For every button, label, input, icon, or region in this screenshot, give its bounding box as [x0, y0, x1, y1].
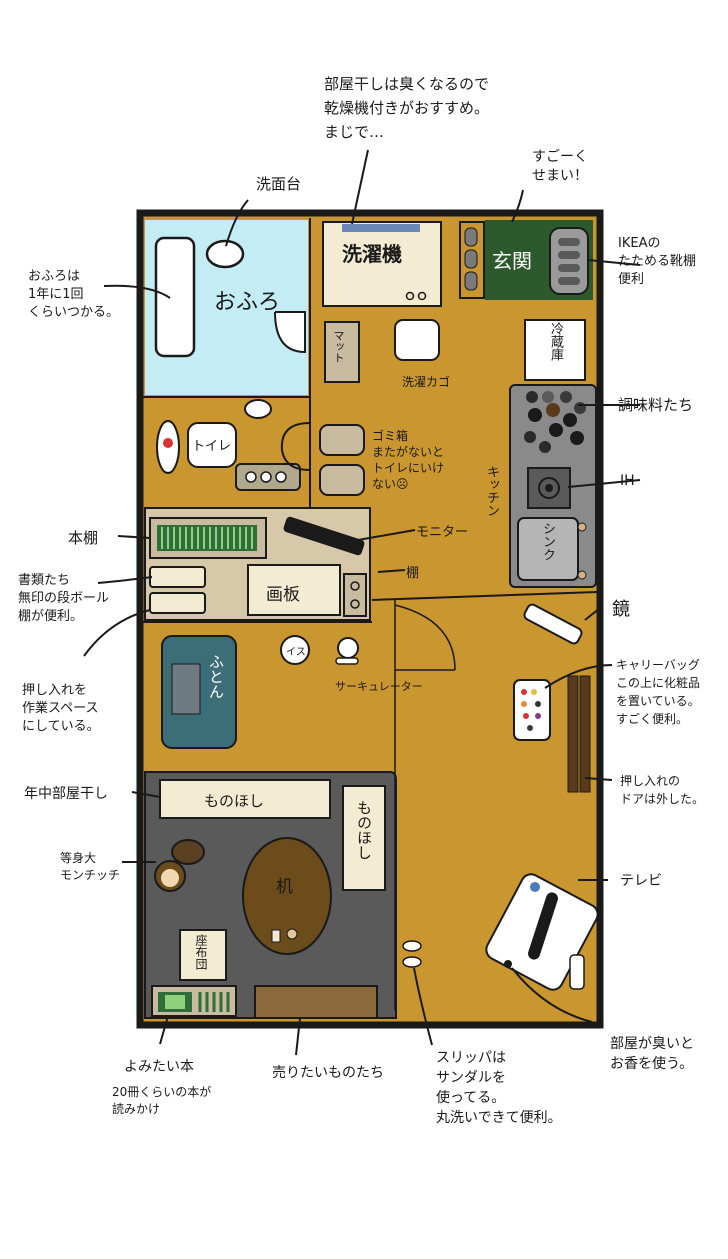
toilet-shelf-roll3: [275, 471, 287, 483]
cushion-label: 座布団: [194, 934, 208, 970]
toilet-shelf-roll1: [245, 471, 257, 483]
note-closet-door: 押し入れの ドアは外した。: [620, 774, 705, 806]
note-dryer: 部屋干しは臭くなるので 乾燥機付きがおすすめ。 まじで…: [324, 75, 490, 141]
basket-label: 洗濯カゴ: [402, 375, 451, 389]
pegboard-label: 画板: [266, 585, 300, 605]
note-carrybag: キャリーバッグ この上に化粧品 を置いている。 すごく便利。: [616, 658, 701, 726]
slipper-2: [402, 956, 422, 968]
fridge-label: 冷蔵庫: [548, 322, 563, 361]
toilet-shelf-roll2: [260, 471, 272, 483]
pegboard: [247, 564, 341, 616]
toilet-label: トイレ: [192, 439, 232, 454]
leader-lines: [83, 189, 641, 1056]
note-slippers: スリッパは サンダルを 使ってる。 丸洗いできて便利。: [436, 1050, 562, 1126]
bathtub: [154, 236, 196, 358]
note-sink: 洗面台: [256, 175, 302, 193]
note-closet-work: 押し入れを 作業スペース にしている。: [22, 683, 100, 734]
cushion: [179, 929, 227, 981]
closet-door-1: [567, 675, 579, 793]
note-smell: 部屋が臭いと お香を使う。: [610, 1036, 694, 1072]
shoe1: [464, 227, 478, 247]
tv-screen: [528, 892, 558, 960]
closet-door-2: [579, 675, 591, 793]
note-papers: 書類たち 無印の段ボール 棚が便利。: [18, 573, 110, 624]
dryer-pointer: [351, 149, 369, 225]
toilet-tank: [187, 422, 237, 468]
note-ih: IH: [620, 473, 635, 489]
monitor: [283, 516, 365, 556]
hanger-vertical-label: ものほし: [355, 800, 373, 860]
circulator: [337, 637, 359, 659]
laundry-basket: [394, 319, 440, 361]
fridge: [524, 319, 586, 381]
chair-label: イス: [286, 647, 306, 658]
trash-note: ゴミ箱 またがないと トイレにいけ ない☹: [372, 429, 445, 491]
note-tosell: 売りたいものたち: [272, 1065, 384, 1081]
entrance-label: 玄関: [492, 249, 532, 273]
washer-knob1: [405, 291, 415, 301]
note-spices: 調味料たち: [618, 396, 694, 414]
wall-room-top-right: [371, 591, 598, 601]
hanger-horizontal-label: ものほし: [204, 792, 265, 810]
outer-wall: [136, 209, 604, 1029]
monchhichi-body: [171, 839, 205, 865]
items-to-sell: [254, 985, 378, 1019]
note-ikea: IKEAの たためる靴棚 便利: [618, 236, 697, 287]
toilet-paper: [244, 399, 272, 419]
trash-bin-1: [319, 424, 365, 456]
file-box-1: [149, 566, 206, 588]
chair: [280, 635, 310, 665]
trash-bin-2: [319, 464, 365, 496]
desk-label: 机: [276, 877, 293, 897]
carry-bag: [513, 679, 551, 741]
bath-mat: [324, 321, 360, 383]
note-narrow: すごーく せまい！: [532, 149, 588, 184]
incense: [569, 954, 585, 990]
note-bath: おふろは 1年に1回 くらいつかる。: [28, 269, 120, 320]
kitchen-label: キッチン: [484, 465, 499, 517]
mat-label: マット: [332, 330, 345, 363]
washer-label: 洗濯機: [342, 242, 402, 266]
washer-knob2: [417, 291, 427, 301]
slipper-1: [402, 940, 422, 952]
file-box-2: [149, 592, 206, 614]
futon-pillow: [171, 663, 201, 715]
washbasin: [205, 239, 245, 269]
note-bookshelf: 本棚: [68, 529, 99, 547]
monitor-label: モニター: [416, 525, 469, 540]
sink-label: シンク: [540, 522, 555, 561]
hanger-vertical: [342, 785, 386, 891]
toilet-red-dot: [163, 438, 173, 448]
desk: [242, 837, 332, 955]
note-yearround: 年中部屋干し: [24, 786, 108, 802]
note-toread-sub: 20冊くらいの本が 読みかけ: [112, 1085, 212, 1116]
bath-label: おふろ: [214, 290, 281, 315]
door-arc: [394, 604, 456, 671]
small-shelf: [343, 573, 367, 617]
mirror: [523, 603, 583, 645]
note-tv: テレビ: [620, 873, 662, 889]
hanger-horizontal: [159, 779, 331, 819]
kitchen-sink: [517, 517, 579, 581]
shoe3: [464, 271, 478, 291]
futon-label: ふとん: [207, 654, 225, 699]
note-mannequin: 等身大 モンチッチ: [60, 851, 121, 882]
note-mirror: 鏡: [612, 599, 630, 620]
shelf-label: 棚: [406, 566, 420, 581]
circulator-label: サーキュレーター: [335, 680, 423, 693]
bath-door: [274, 311, 306, 354]
washer-lid: [342, 224, 420, 232]
note-toread: よみたい本: [124, 1059, 194, 1075]
toilet-door: [280, 422, 311, 471]
shoe2: [464, 249, 478, 269]
